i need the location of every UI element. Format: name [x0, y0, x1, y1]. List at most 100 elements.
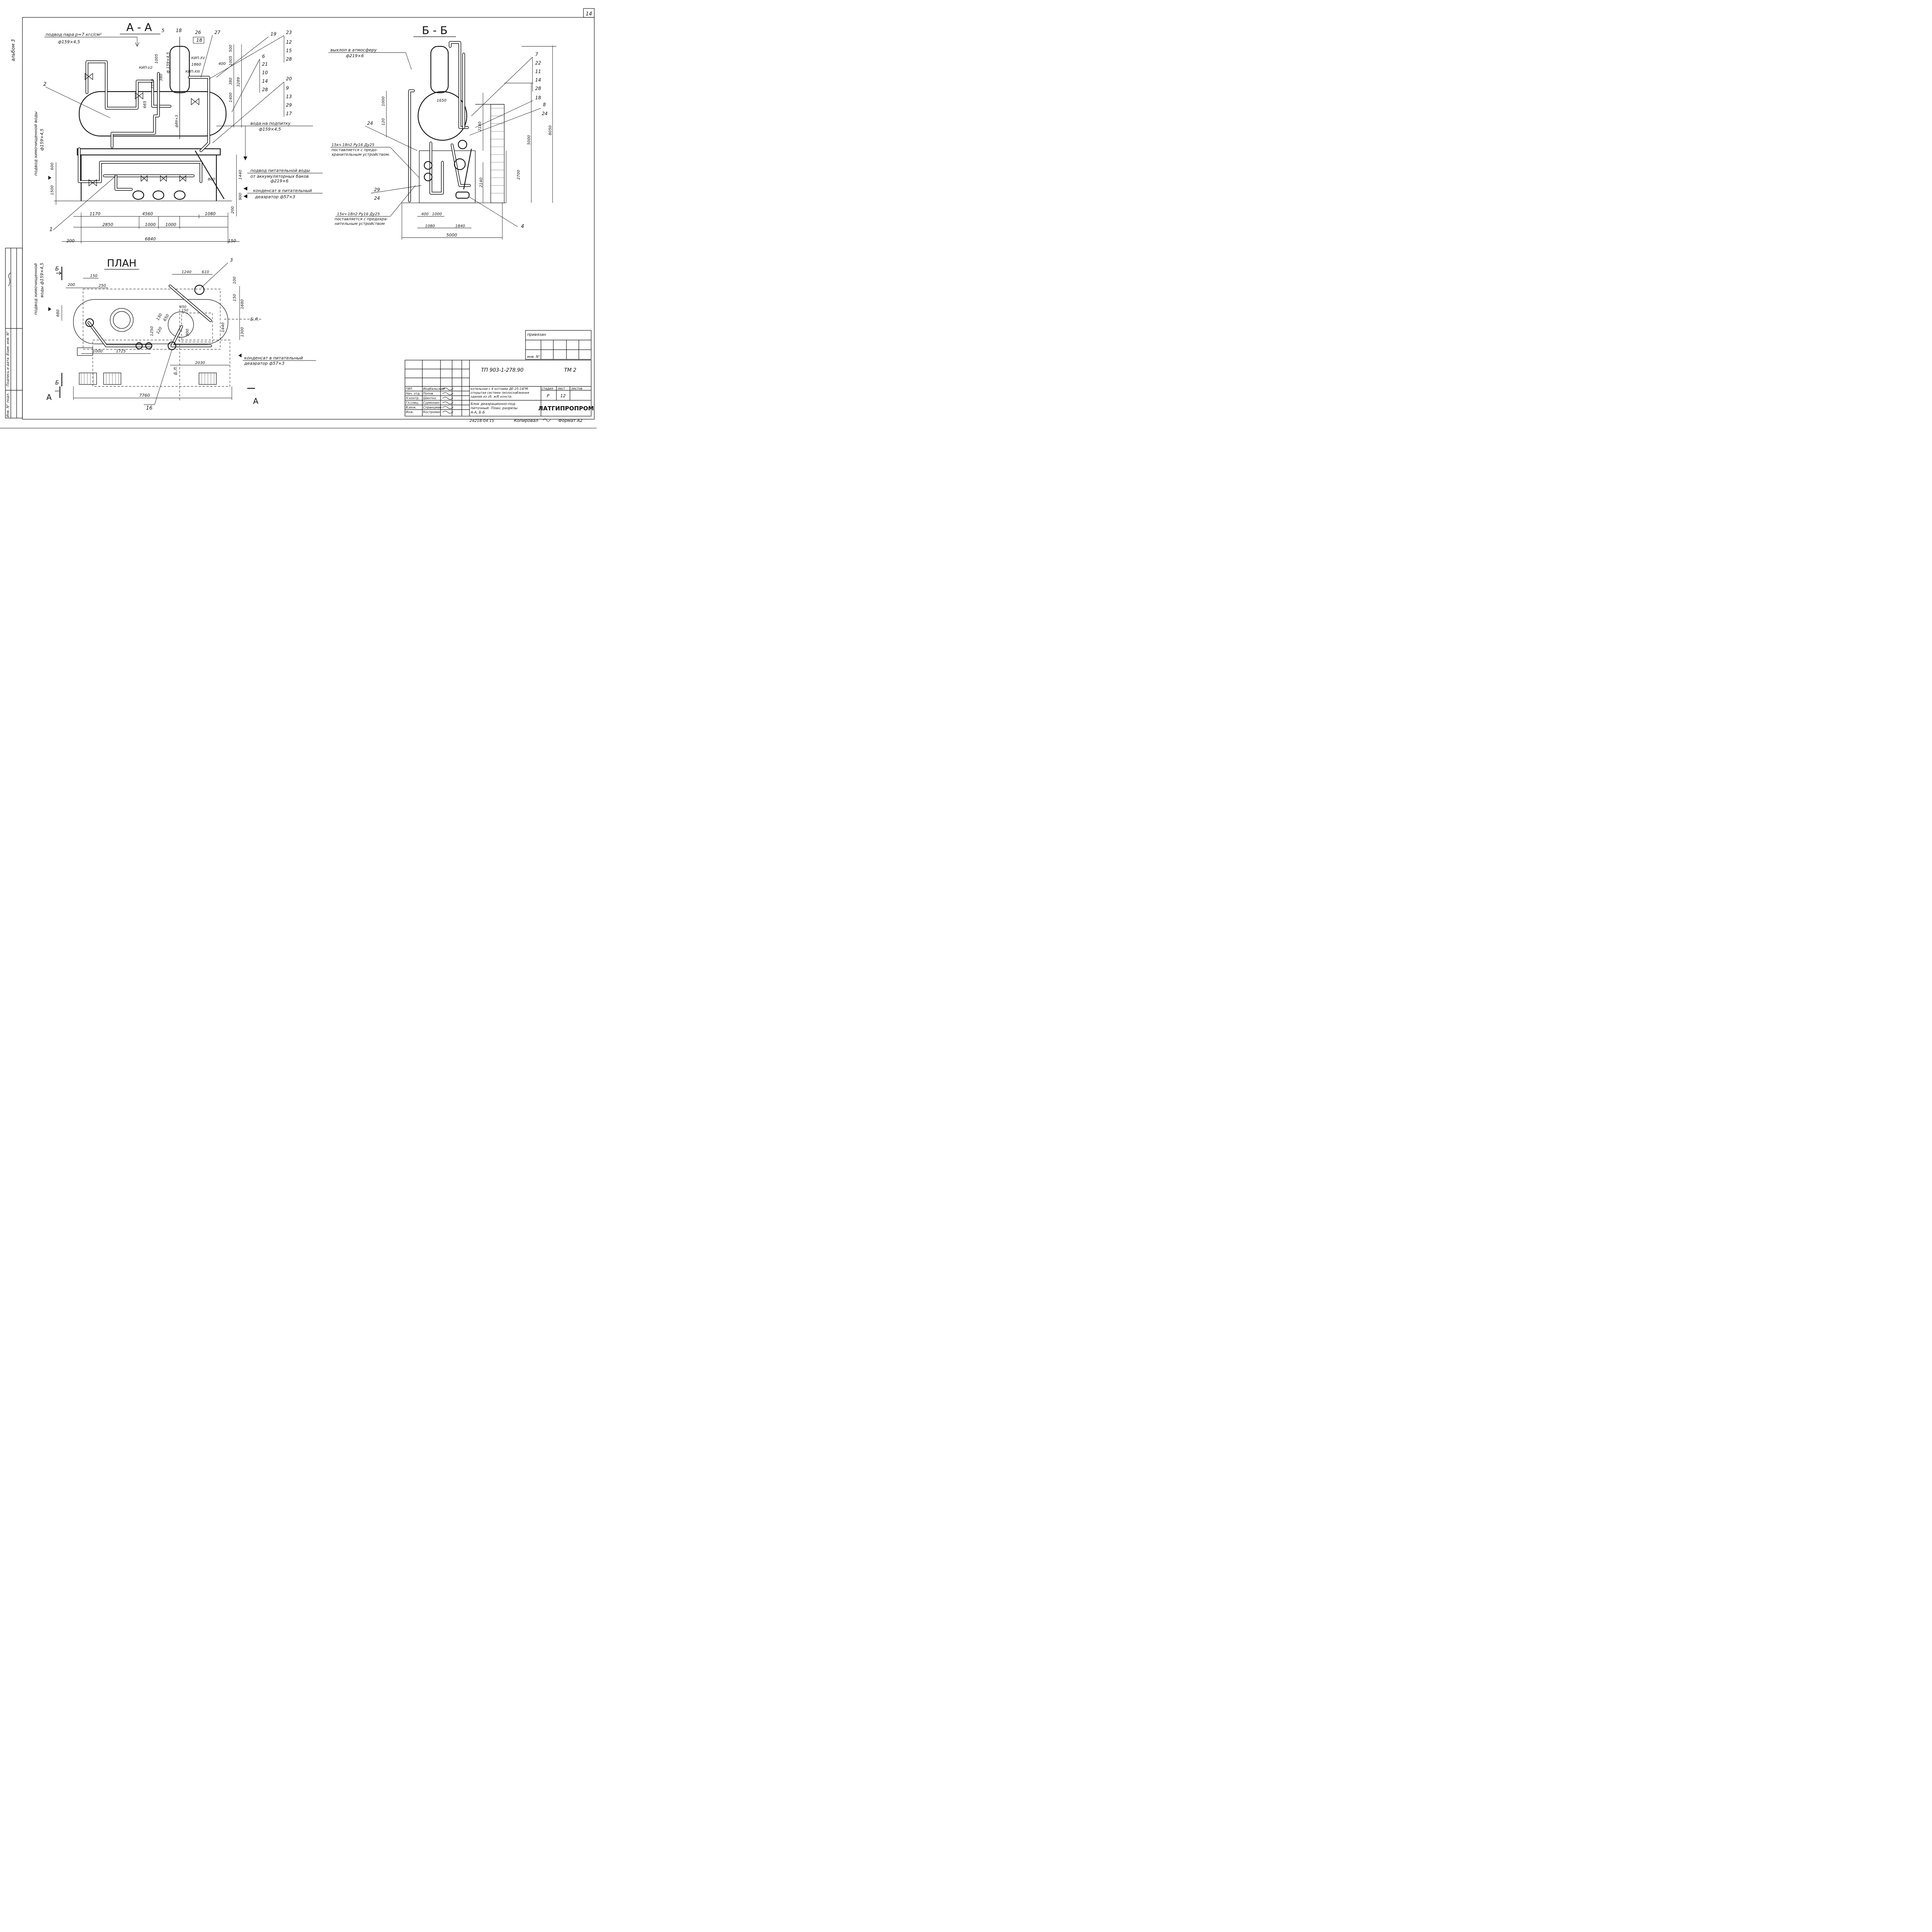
bb-dim-1650: 1650 — [437, 99, 446, 103]
title-block: привязан инв. N° ТП 903-1-278.90 ТМ 2 ко… — [405, 330, 594, 423]
callout-6: 6 — [262, 54, 265, 59]
plan-dim-1680: 1680 — [240, 299, 245, 309]
bb-callout-8: 8 — [543, 102, 546, 107]
valve1-label-a: 15кч 18п2 Ру16 Ду25 — [332, 143, 374, 147]
dim-2150: 2150 — [151, 79, 155, 89]
plan-dim-610: 610 — [202, 270, 209, 274]
feed-water-label: подвод питательной воды — [250, 168, 310, 173]
bb-dim-2140: 2140 — [479, 178, 483, 187]
valve2-label-a: 15кч 18п2 Ру16 Ду25 — [337, 212, 380, 216]
name-3: Сурмонин — [423, 401, 439, 405]
bb-dim-5000b: 5000 — [446, 233, 457, 238]
name-2: Шинтко — [423, 396, 436, 400]
plan-dim-100: 100 — [233, 277, 237, 284]
bb-callout-24c: 24 — [374, 196, 380, 201]
callout-21: 21 — [262, 61, 268, 67]
callout-17: 17 — [286, 111, 292, 116]
plan-condensate-label: конденсат в питательный — [244, 355, 303, 361]
dim-400: 400 — [218, 62, 226, 66]
side-stamp: Инв. N° подл. Подпись и дата Взам. инв. … — [5, 248, 23, 418]
name-5: Костромин — [423, 410, 441, 414]
drawing-title-c: А-А, Б-Б — [470, 411, 485, 415]
dim-380: 380 — [159, 74, 163, 81]
aa-pump-1 — [132, 190, 145, 200]
bb-dim-5000: 5000 — [527, 135, 531, 145]
callout-20: 20 — [286, 76, 292, 82]
callout-23: 23 — [286, 30, 292, 35]
dim-1000: 1000 — [145, 222, 156, 227]
bb-dim-2180: 2180 — [478, 122, 482, 131]
role-3: Гл.спец. — [406, 401, 419, 405]
plan-callout-16: 16 — [146, 405, 153, 411]
role-1: Нач. отд. — [406, 392, 420, 395]
kip3-label: КИП-XIII — [185, 70, 200, 74]
makeup-water-label: вода на подпитку — [250, 121, 291, 126]
name-1: Попов — [423, 392, 433, 395]
page-number-box — [583, 8, 595, 18]
plan-chem-water-a: подвод химочищенной — [33, 263, 38, 315]
side-signature — [8, 272, 11, 286]
plan-bl-bottom: Б.Л. — [173, 366, 178, 375]
plan-title: ПЛАН — [107, 258, 136, 269]
valve2-label-b: поставляется с предохра- — [335, 217, 388, 221]
aa-vertical-pipe-label: ф 159×4,5 — [166, 52, 170, 73]
bb-dim-2700: 2700 — [517, 170, 521, 180]
stage-value: Р — [547, 393, 549, 398]
dim-4560: 4560 — [142, 211, 153, 216]
doc-code: ТП 903-1-278.90 — [481, 367, 524, 373]
valve1-label-c: хранительным устройством. — [331, 153, 390, 157]
plan-dim-680: 680 — [56, 310, 60, 317]
callout-18b: 18 — [196, 37, 202, 43]
cut-a-left: А — [46, 393, 52, 402]
callout-5: 5 — [162, 28, 165, 33]
kip1-label: КИП-I/2 — [139, 66, 153, 70]
drawing-title-a: Блок деаэрационно-под- — [471, 402, 516, 406]
callout-26: 26 — [195, 30, 201, 35]
exhaust-pipe-label: ф219×6 — [346, 53, 364, 58]
name-0: Индбальский — [423, 387, 445, 391]
dim-800: 800 — [208, 177, 215, 182]
plan-dim-250: 250 — [99, 284, 106, 288]
bb-dim-1080: 1080 — [425, 224, 435, 228]
bb-stair-hatch — [475, 104, 505, 203]
dim-665: 665 — [143, 101, 147, 108]
kip2-label: КИП-XV — [191, 56, 205, 60]
plan-dim-150c: 150 — [182, 309, 188, 313]
bb-callout-28: 28 — [535, 86, 541, 91]
drawing-sheet: 14 альбом 3 Инв. N° подл. Подпись и дата… — [0, 8, 597, 429]
plan-chem-water-b: воды ф159×4,5 — [39, 263, 44, 298]
bb-callout-22: 22 — [535, 60, 541, 66]
bb-callout-24b: 24 — [367, 121, 373, 126]
callout-19: 19 — [270, 31, 276, 37]
bb-dim-400: 400 — [421, 212, 429, 216]
plan-tank — [73, 299, 228, 344]
stage-label: стадия — [542, 387, 553, 390]
bb-dim-1840: 1840 — [455, 224, 465, 228]
plan-dim-7760: 7760 — [139, 393, 150, 398]
sheet-value: 12 — [560, 393, 566, 398]
dim-1000b: 1000 — [165, 222, 176, 227]
d89-label: ф89×3 — [175, 115, 179, 128]
callout-28b: 28 — [262, 87, 268, 92]
page-number: 14 — [586, 11, 592, 17]
callout-28: 28 — [286, 56, 292, 62]
aa-condensate-label-2: деаэратор ф57×3 — [255, 194, 295, 199]
callout-12: 12 — [286, 39, 292, 45]
dim-1170: 1170 — [90, 211, 100, 216]
aa-chem-water-pipe: ф159×4,5 — [39, 129, 44, 151]
bb-dim-1000: 1000 — [381, 97, 386, 106]
role-5: Инж. — [406, 410, 414, 414]
org-name: ЛАТГИПРОПРОМ — [538, 405, 594, 412]
inv-no-label: инв. N° — [527, 355, 540, 359]
side-label-replace: Взам. инв. N° — [6, 331, 10, 355]
plan-dim-1000: 1000 — [93, 349, 102, 354]
drawing-title-b: питочный. План; разрезы — [471, 406, 517, 410]
plan-dim-2030: 2030 — [195, 361, 205, 365]
dim-1400: 1400 — [229, 93, 233, 102]
copied-label: Копировал — [514, 418, 538, 423]
sheet-frame — [22, 17, 595, 420]
callout-1: 1 — [49, 227, 53, 233]
callout-stack-6: 6 21 10 14 28 — [231, 54, 268, 112]
plan-callout-3: 3 — [230, 257, 233, 263]
plan-dim-150: 150 — [90, 274, 97, 278]
